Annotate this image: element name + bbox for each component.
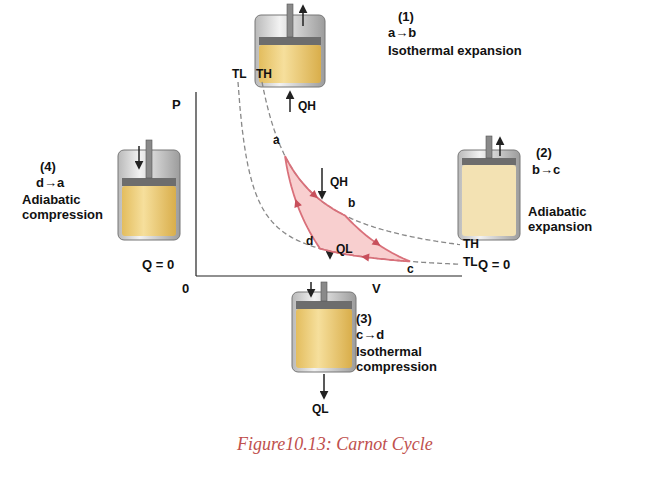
- cylinder-1: [255, 4, 325, 112]
- label: TH: [463, 238, 479, 252]
- label: c: [407, 263, 414, 277]
- label: d→a: [36, 176, 64, 191]
- label: Adiabatic expansion: [528, 205, 618, 235]
- cylinder-3: [292, 282, 356, 398]
- heat-in-arrow: [321, 168, 323, 198]
- isotherm-th: [262, 82, 460, 245]
- label: Isothermal expansion: [388, 44, 522, 59]
- label: a: [273, 134, 280, 148]
- label: QH: [298, 100, 316, 114]
- label: TH: [256, 68, 272, 82]
- label: a→b: [388, 26, 416, 41]
- label: TL: [463, 256, 478, 270]
- label: Q = 0: [142, 258, 174, 273]
- cycle-path: [285, 156, 410, 261]
- cylinder-4: [118, 140, 180, 240]
- figure-caption: Figure10.13: Carnot Cycle: [237, 434, 433, 455]
- label: (4): [40, 160, 56, 175]
- label: TL: [232, 68, 247, 82]
- label: V: [372, 282, 381, 297]
- isotherm-tl: [238, 82, 460, 264]
- label: d: [306, 235, 313, 249]
- direction-arrowhead: [372, 238, 381, 246]
- direction-arrowhead: [309, 190, 318, 198]
- label: Isothermal compression: [356, 345, 451, 375]
- label: 0: [182, 282, 189, 297]
- label: b→c: [532, 163, 560, 178]
- label: (1): [398, 10, 414, 25]
- label: Adiabatic compression: [22, 193, 112, 223]
- label: QL: [312, 403, 329, 417]
- label: P: [172, 98, 181, 113]
- pv-axes: [196, 92, 462, 276]
- label: QL: [336, 243, 353, 257]
- direction-arrowhead: [361, 254, 370, 262]
- cylinder-2: [458, 136, 520, 240]
- label: c→d: [356, 328, 384, 343]
- cycle-area: [285, 156, 410, 261]
- label: Q = 0: [478, 258, 510, 273]
- label: b: [348, 197, 355, 211]
- label: QH: [330, 176, 348, 190]
- direction-arrowhead: [294, 199, 302, 208]
- label: (2): [536, 146, 552, 161]
- label: (3): [356, 312, 372, 327]
